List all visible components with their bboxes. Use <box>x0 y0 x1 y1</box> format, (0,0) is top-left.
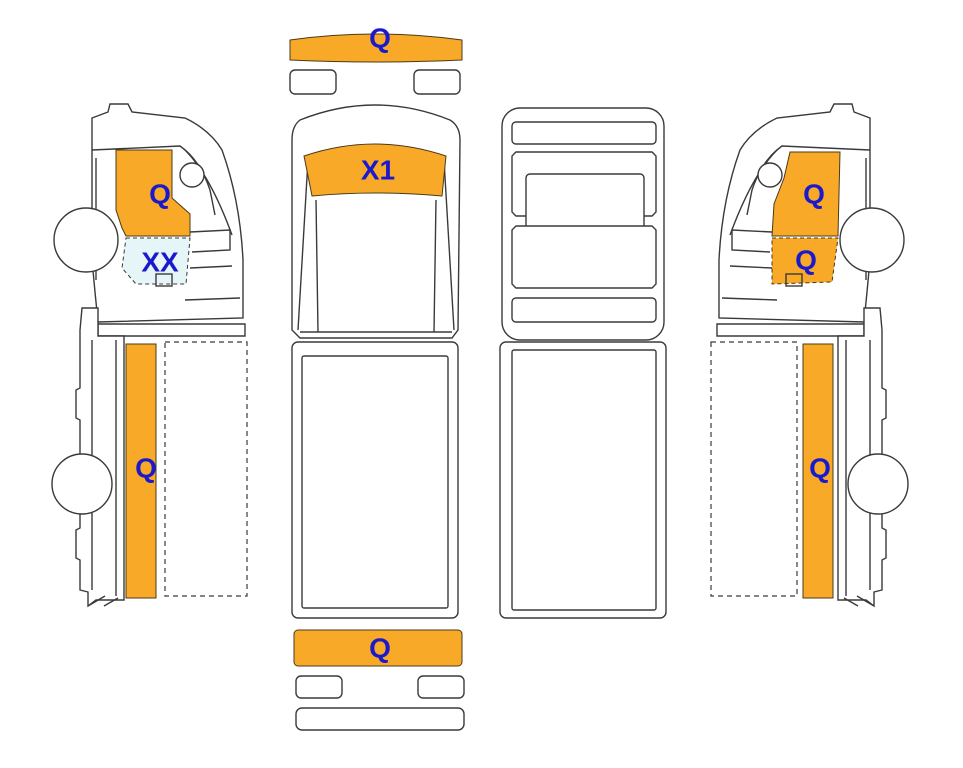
right-door-lower-label: Q <box>795 244 817 275</box>
right-door-upper-label: Q <box>803 178 825 209</box>
left-window-area <box>121 237 191 285</box>
right-door-upper-damage <box>771 151 841 237</box>
right-mirror <box>757 162 783 188</box>
top-view: Q X1 Q <box>289 22 465 731</box>
left-chassis-outline <box>75 307 125 608</box>
right-rear-wheel <box>847 453 909 515</box>
hood-label: X1 <box>361 154 395 185</box>
rear-step <box>295 707 465 731</box>
right-side-label: Q <box>809 452 831 483</box>
right-chassis-outline <box>837 307 887 608</box>
left-rear-wheel <box>51 453 113 515</box>
left-cargo-box <box>164 341 248 597</box>
left-window-label: XX <box>141 246 179 277</box>
left-mirror <box>179 162 205 188</box>
right-door-lower-damage <box>771 237 839 285</box>
left-side-view: Q XX Q <box>51 103 248 608</box>
rear-right-light <box>417 675 465 699</box>
right-side-view: Q Q Q <box>710 103 909 608</box>
rear-bumper-label: Q <box>369 632 391 663</box>
rear-left-light <box>295 675 343 699</box>
front-bumper-label: Q <box>369 22 391 53</box>
front-right-light <box>413 69 461 95</box>
rear-bumper-damage <box>293 629 463 667</box>
hood-damage <box>303 143 447 197</box>
left-side-label: Q <box>135 452 157 483</box>
front-left-light <box>289 69 337 95</box>
right-side-damage <box>802 343 834 599</box>
left-front-wheel <box>53 207 119 273</box>
left-door-damage <box>115 149 191 237</box>
left-side-damage <box>125 343 157 599</box>
left-door-label: Q <box>149 178 171 209</box>
underside-view <box>499 107 667 619</box>
front-bumper-damage <box>289 33 463 63</box>
cargo-bed-inner <box>301 355 449 609</box>
right-cargo-box <box>710 341 798 597</box>
right-front-wheel <box>839 207 905 273</box>
